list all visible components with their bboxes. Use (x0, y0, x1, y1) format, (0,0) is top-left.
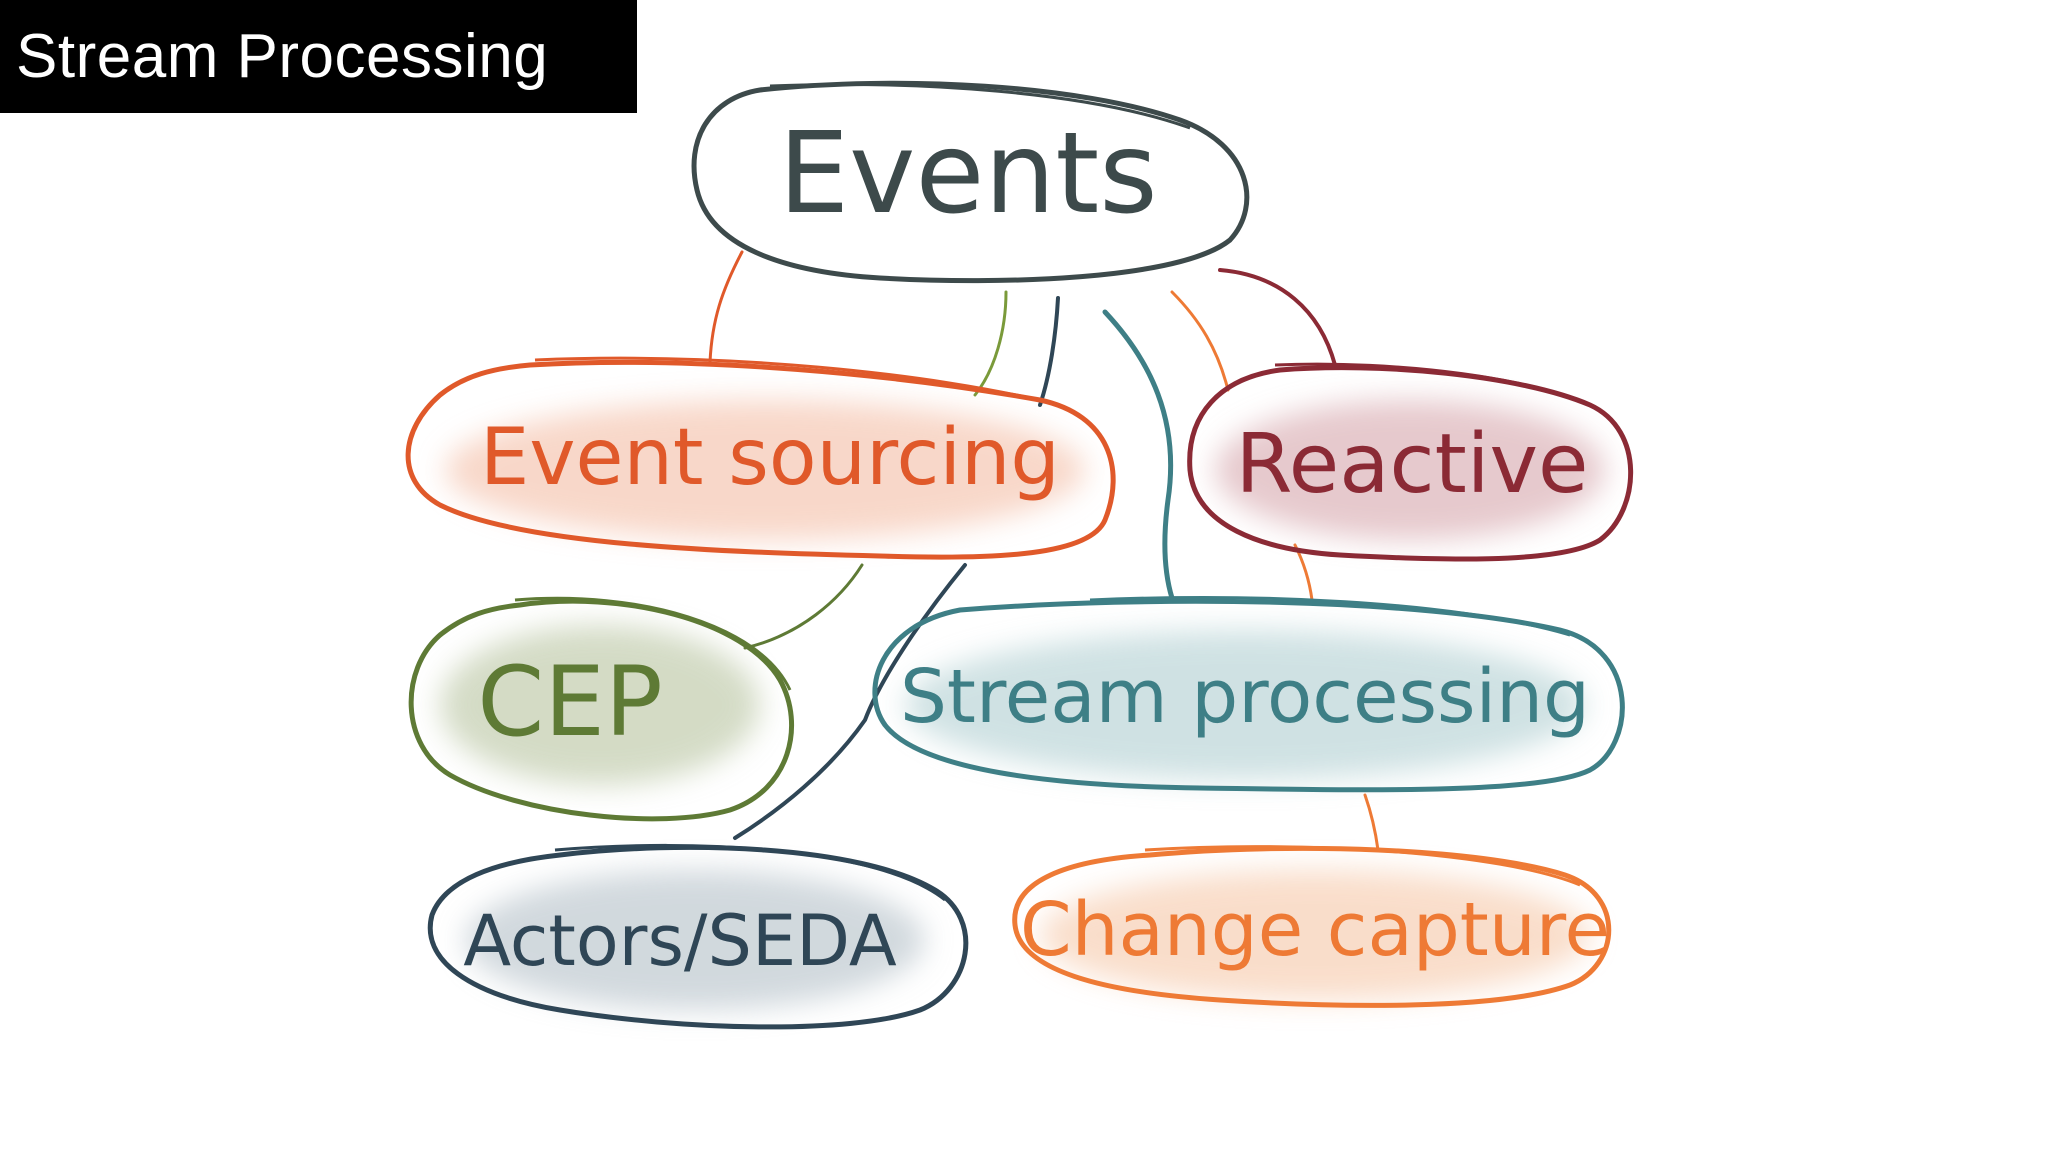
events-label: Events (778, 109, 1157, 239)
actors-seda-outline-stroke2 (554, 843, 946, 902)
change-capture-outline (1012, 845, 1612, 1008)
connector-events-change-capture-top (1170, 290, 1230, 392)
connectors (708, 250, 1380, 852)
stream-processing-outline (872, 598, 1625, 793)
actors-seda-label: Actors/SEDA (463, 900, 897, 982)
reactive-outline-stroke2 (1274, 362, 1601, 412)
connector-stream-change-capture (1363, 793, 1380, 852)
event-sourcing-outline-stroke2 (534, 356, 1061, 407)
node-change-capture: Change capture (1012, 845, 1612, 1008)
stream-processing-label: Stream processing (900, 654, 1590, 740)
event-sourcing-wash (445, 400, 1085, 540)
change-capture-outline-stroke2 (1144, 845, 1581, 887)
connector-events-event-sourcing (708, 250, 744, 364)
reactive-label: Reactive (1236, 417, 1589, 512)
actors-seda-wash (465, 870, 925, 1010)
events-outline-stroke2 (769, 83, 1191, 130)
node-cep: CEP (408, 596, 795, 822)
node-actors-seda: Actors/SEDA (427, 843, 969, 1030)
cep-outline (408, 598, 795, 822)
event-sourcing-outline (405, 359, 1116, 560)
cep-wash (440, 625, 760, 785)
change-capture-label: Change capture (1020, 887, 1610, 973)
cep-label: CEP (477, 646, 663, 758)
connector-events-stream-processing (1102, 309, 1175, 601)
connector-events-reactive (1218, 268, 1337, 367)
node-event-sourcing: Event sourcing (405, 356, 1116, 560)
change-capture-wash (1040, 870, 1590, 1000)
slide-title: Stream Processing (16, 22, 549, 91)
connector-events-event-sourcing-2 (973, 290, 1008, 397)
connector-event-sourcing-actors (733, 563, 967, 840)
node-stream-processing: Stream processing (872, 596, 1625, 793)
event-sourcing-label: Event sourcing (480, 413, 1060, 503)
stream-processing-wash (905, 630, 1585, 780)
slide-title-box: Stream Processing (0, 0, 637, 113)
node-events: Events (691, 80, 1250, 284)
connector-event-sourcing-cep (743, 563, 864, 650)
events-outline (691, 80, 1250, 284)
connector-events-actors (1038, 296, 1060, 407)
cep-outline-stroke2 (514, 596, 792, 691)
node-reactive: Reactive (1187, 362, 1634, 562)
stream-processing-outline-stroke2 (1089, 596, 1571, 637)
reactive-wash (1215, 400, 1605, 540)
